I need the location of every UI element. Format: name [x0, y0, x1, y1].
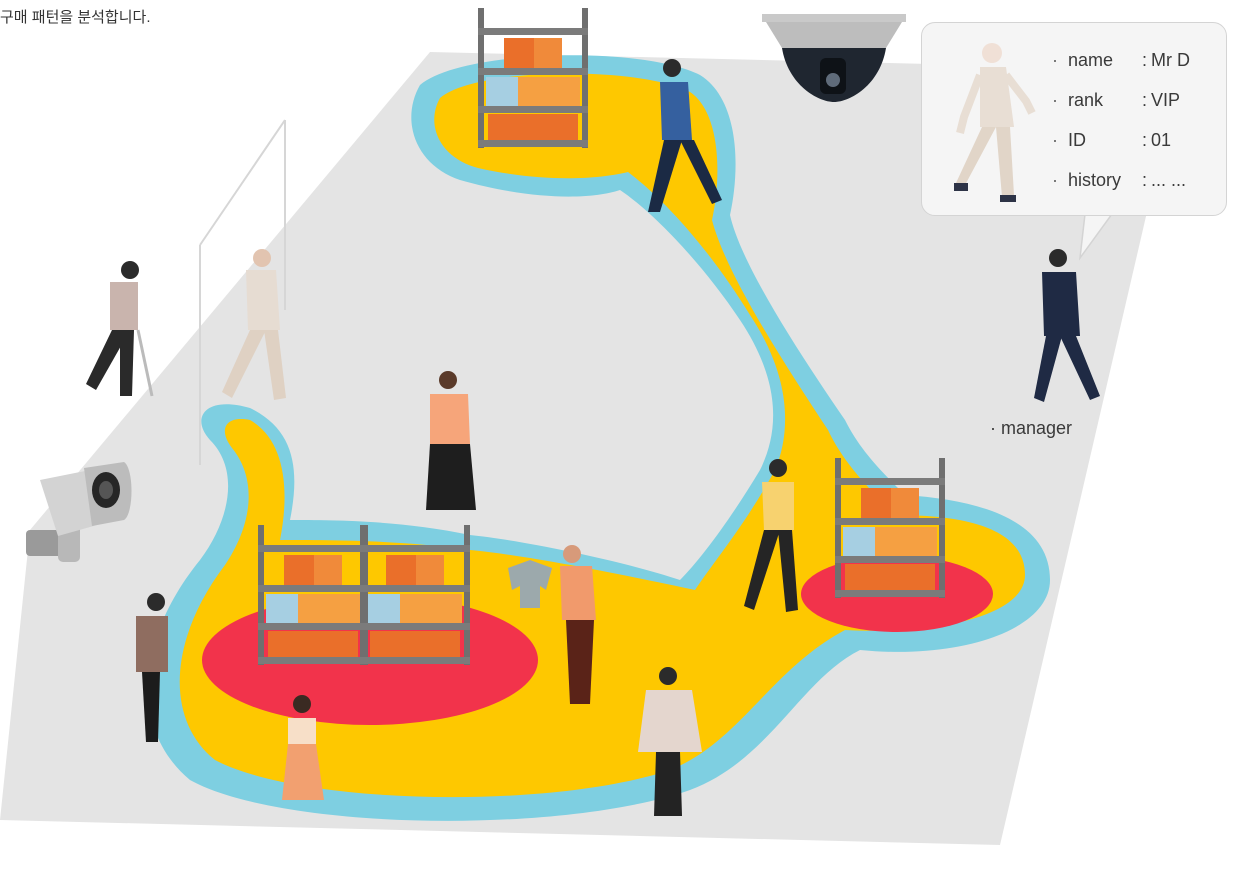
customer-info-card: ·name:Mr D ·rank:VIP ·ID:01 ·history:...…	[921, 22, 1227, 216]
info-item-id: · ID:01	[1052, 127, 1190, 167]
customer-walking-top	[648, 59, 722, 212]
info-value: 01	[1151, 130, 1172, 150]
shelf-main-left	[258, 525, 368, 665]
bullet: ·	[1052, 90, 1058, 110]
staff-holding-shirt	[508, 545, 596, 704]
customer-phone-left	[136, 593, 168, 742]
info-sep: :	[1142, 90, 1148, 110]
customer-info-list: ·name:Mr D ·rank:VIP ·ID:01 ·history:...…	[1052, 47, 1190, 207]
shelf-main-right	[360, 525, 470, 665]
customer-elderly-entering	[222, 249, 286, 400]
info-value: Mr D	[1151, 50, 1191, 70]
manager-figure	[1034, 249, 1100, 402]
customer-beige-cardigan	[638, 667, 702, 816]
customer-orange-top	[426, 371, 476, 510]
customer-yellow-top	[744, 459, 798, 612]
info-key: history	[1068, 170, 1122, 190]
info-item-rank: · rank:VIP	[1052, 87, 1190, 127]
entrance-door	[199, 119, 286, 465]
info-key: name	[1068, 50, 1114, 70]
bullet: ·	[1052, 50, 1058, 70]
customer-orange-skirt	[282, 695, 324, 800]
ceiling-dome-camera-icon	[762, 14, 906, 102]
bullet: ·	[1052, 130, 1058, 150]
info-key: rank	[1068, 90, 1104, 110]
info-key: ID	[1068, 130, 1086, 150]
info-value: ... ...	[1151, 170, 1187, 190]
bullet: ·	[1052, 170, 1058, 190]
wall-cctv-camera-icon	[26, 462, 132, 562]
info-item-name: · name:Mr D	[1052, 47, 1190, 87]
info-sep: :	[1142, 130, 1148, 150]
customer-with-cane	[86, 261, 154, 397]
info-value: VIP	[1151, 90, 1181, 110]
info-sep: :	[1142, 50, 1148, 70]
info-item-history: · history:... ...	[1052, 167, 1190, 207]
info-sep: :	[1142, 170, 1148, 190]
shelf-top	[478, 8, 588, 148]
manager-label: · manager	[990, 418, 1073, 438]
page-caption: 구매 패턴을 분석합니다.	[0, 9, 151, 26]
shelf-right	[835, 458, 945, 598]
elderly-customer-icon	[954, 43, 1036, 202]
